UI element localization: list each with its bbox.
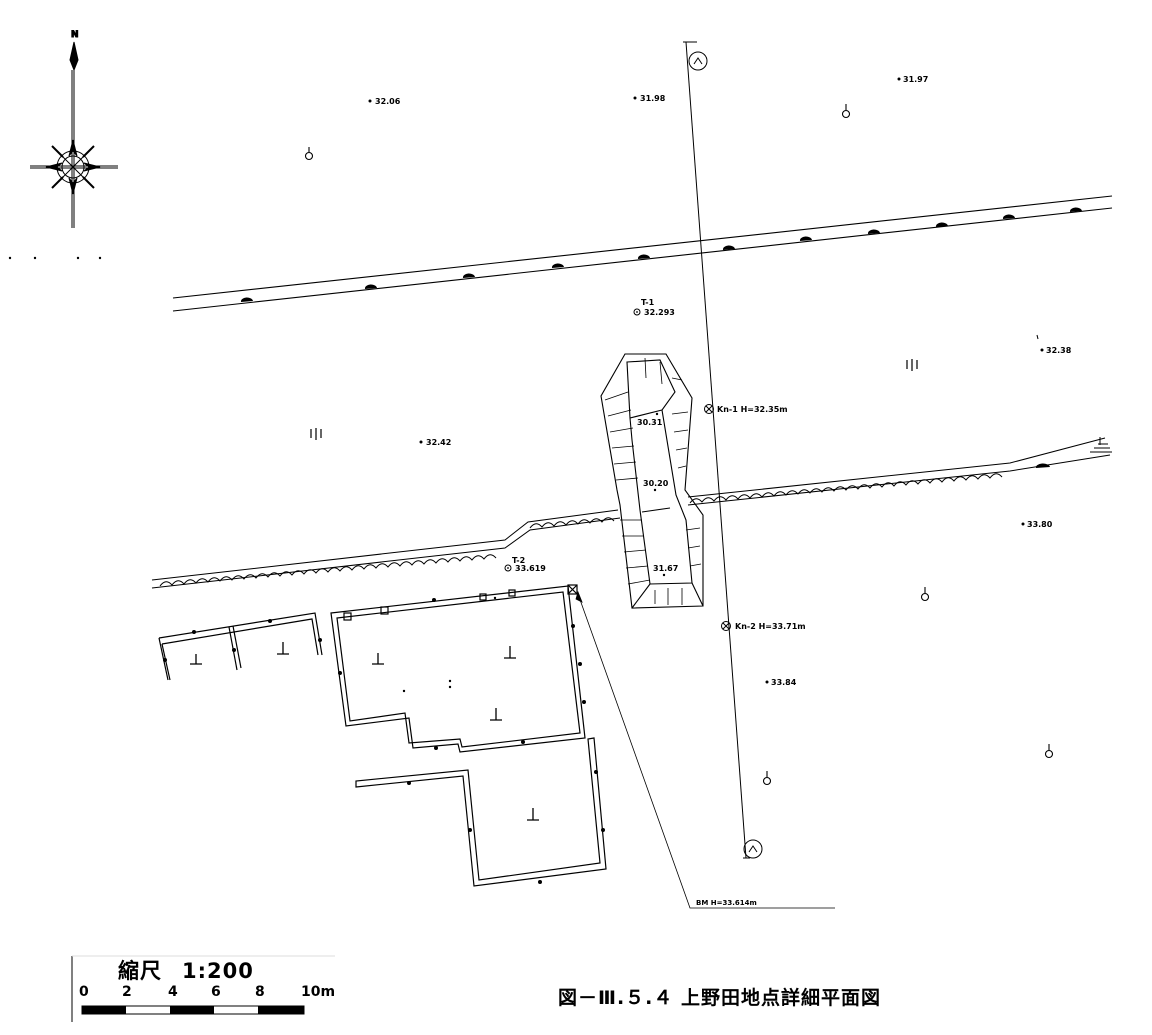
elevation-label: 33.80 (1027, 520, 1053, 529)
scale-bar (71, 955, 335, 1022)
scale-tick: 6 (211, 984, 221, 1000)
kn2-label: Kn-2 H=33.71m (735, 622, 806, 631)
kn1-label: Kn-1 H=32.35m (717, 405, 788, 414)
bm-leader (575, 590, 835, 909)
kn2-marker-icon (721, 621, 731, 631)
scale-title: 縮尺 1:200 (118, 955, 254, 985)
north-arrow-icon: N (30, 30, 118, 228)
scale-tick: 4 (168, 984, 178, 1000)
elevation-label: 30.31 (637, 418, 663, 427)
elevation-label: 31.97 (903, 75, 928, 84)
scale-tick: 2 (122, 984, 132, 1000)
t1-value: 32.293 (644, 308, 675, 317)
t2-value: 33.619 (515, 564, 546, 573)
elevation-label: 30.20 (643, 479, 669, 488)
scale-tick: 0 (79, 984, 89, 1000)
scale-ratio: 1:200 (182, 959, 254, 983)
t1-name: T-1 (641, 298, 655, 307)
scale-label: 縮尺 (118, 959, 162, 983)
scale-tick: 8 (255, 984, 265, 1000)
bm-label: BM H=33.614m (696, 899, 757, 907)
upper-road (172, 195, 1113, 312)
lower-bank (151, 334, 1112, 589)
building-foundation (158, 584, 607, 887)
trench-outline (600, 353, 704, 609)
tree-symbols (304, 104, 1054, 786)
elevation-label: 32.06 (375, 97, 401, 106)
scale-tick: 10m (301, 984, 336, 1000)
elevation-label: 33.84 (771, 678, 797, 687)
elevation-label: 32.42 (426, 438, 451, 447)
kn1-marker-icon (704, 404, 714, 414)
elevation-points: 32.06 31.98 31.97 32.38 32.42 30.31 30.2… (368, 75, 1072, 687)
north-label: N (71, 30, 79, 40)
margin-dots (8, 256, 102, 260)
survey-line (683, 41, 763, 859)
elevation-label: 31.98 (640, 94, 666, 103)
field-symbols (310, 359, 918, 440)
elevation-label: 31.67 (653, 564, 678, 573)
elevation-label: 32.38 (1046, 346, 1072, 355)
figure-caption: 図－Ⅲ.５.４ 上野田地点詳細平面図 (558, 987, 882, 1009)
survey-points: T-1 32.293 T-2 33.619 Kn-1 H=32.35m Kn-2… (504, 298, 806, 907)
t2-name: T-2 (512, 556, 525, 565)
